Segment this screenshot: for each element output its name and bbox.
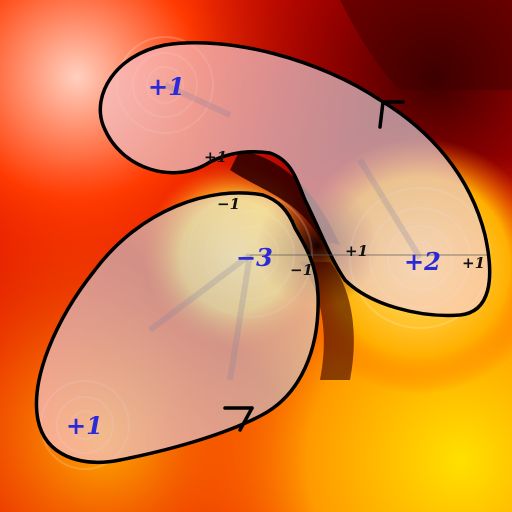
label-crossing-center-right: +1 <box>345 242 368 260</box>
dark-band-upper <box>230 150 340 245</box>
upper-region <box>98 41 492 318</box>
label-index-bottom-left: +1 <box>66 411 103 440</box>
label-index-top-left: +1 <box>148 72 185 101</box>
label-crossing-right-edge: +1 <box>462 254 485 272</box>
dark-band-lower <box>300 262 354 380</box>
label-crossing-center-left: −1 <box>290 261 313 279</box>
label-crossing-upper-neck-bottom: −1 <box>217 195 240 213</box>
lower-region <box>34 191 320 465</box>
label-index-center: −3 <box>236 243 273 272</box>
contour-direction-arrow-top <box>378 100 405 129</box>
dark-band-top <box>340 0 512 90</box>
label-crossing-upper-neck-top: +1 <box>204 148 227 166</box>
contour-direction-arrow-bottom <box>223 406 254 432</box>
inner-shading <box>148 82 423 381</box>
label-index-right: +2 <box>404 247 441 276</box>
